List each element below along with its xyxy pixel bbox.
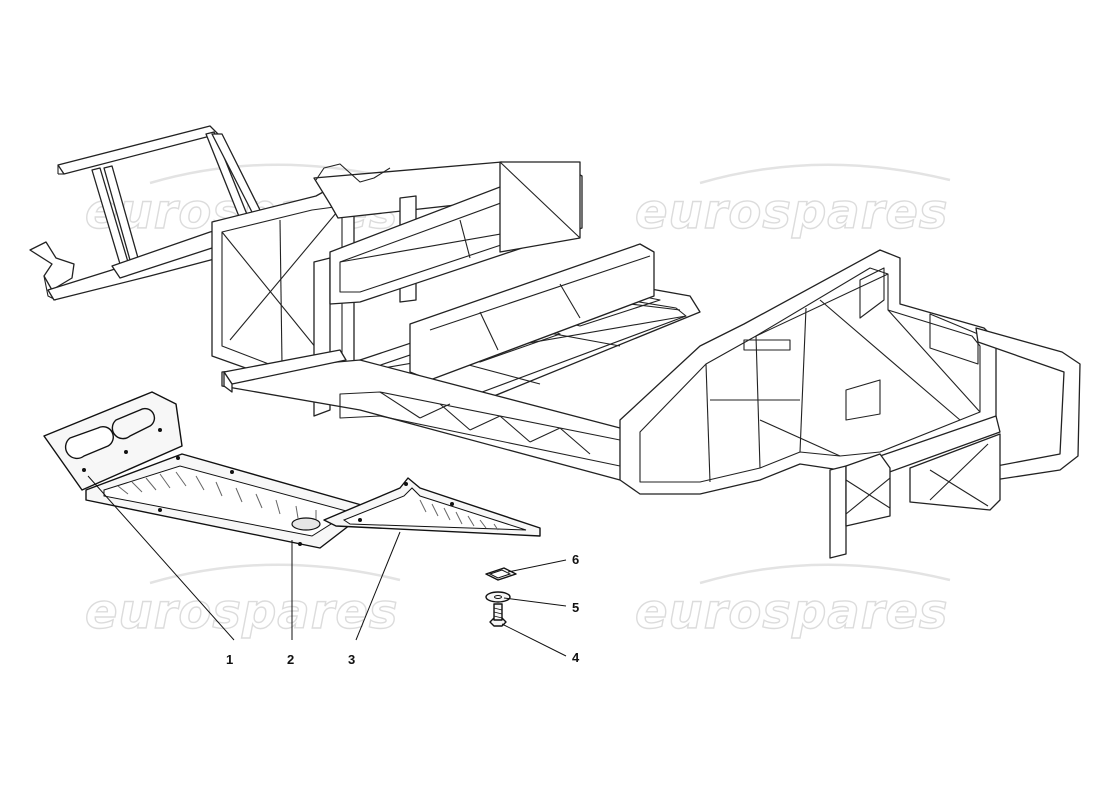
leader-3 (355, 531, 401, 641)
leader-1 (87, 475, 235, 641)
watermark-bottom-right: eurospares (634, 563, 951, 641)
leader-lines (87, 475, 567, 657)
front-struts (91, 131, 263, 265)
rear-lower-legs (829, 453, 891, 559)
main-side-box (329, 161, 583, 305)
watermark-text: eurospares (635, 184, 949, 240)
part-4-bolt (489, 603, 507, 627)
part-6-plate (485, 567, 517, 581)
leader-5 (503, 597, 567, 607)
side-sill (221, 359, 641, 481)
leader-4 (501, 623, 567, 657)
part-3-rear-panel (323, 477, 541, 537)
callout-6: 6 (572, 552, 579, 567)
front-bumper-bar (57, 125, 219, 175)
rear-panel-ribs (419, 499, 499, 531)
callout-3: 3 (348, 652, 355, 667)
leader-6 (507, 559, 567, 573)
watermark-text: eurospares (85, 584, 399, 640)
watermark-top-right: eurospares (634, 163, 951, 241)
watermark-bottom-left: eurospares (84, 563, 401, 641)
callout-2: 2 (287, 652, 294, 667)
front-sill-extension (223, 349, 347, 393)
parts-group (43, 391, 541, 627)
watermark-text: eurospares (635, 584, 949, 640)
rear-tail-frame (879, 327, 1081, 511)
part-1-front-plate (43, 391, 183, 491)
part-2-floor-panel (85, 453, 373, 549)
part-5-washer (485, 591, 511, 603)
chassis-frame (29, 125, 1081, 559)
central-tunnel (409, 243, 655, 381)
callout-1: 1 (226, 652, 233, 667)
engine-bay-frame (619, 249, 997, 495)
watermark-group: eurospares eurospares eurospares eurospa… (84, 163, 951, 641)
callout-5: 5 (572, 600, 579, 615)
callout-4: 4 (572, 650, 580, 665)
floor-panel-ribs (117, 471, 317, 524)
callouts: 1 2 3 6 5 4 (226, 552, 580, 667)
